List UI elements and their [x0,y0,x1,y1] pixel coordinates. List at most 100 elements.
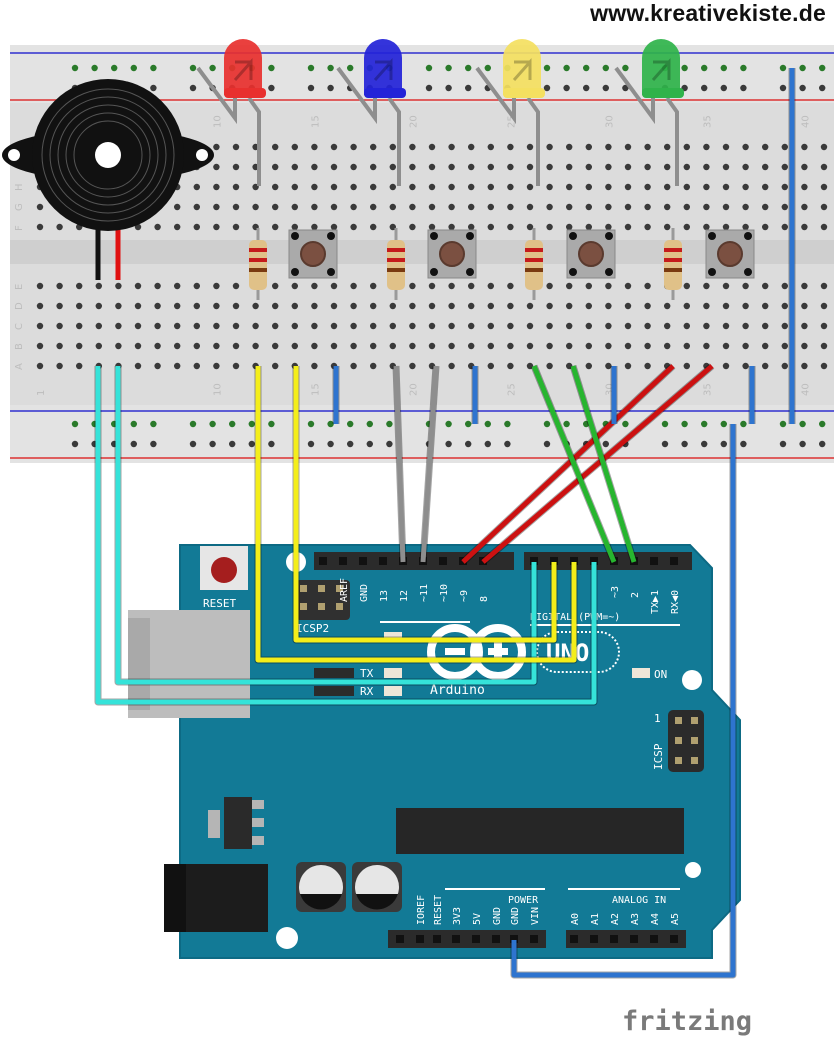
breadboard-hole [36,362,44,370]
on-label: ON [654,668,667,681]
header-pin[interactable] [610,935,618,943]
breadboard-hole [742,362,749,370]
header-pin[interactable] [650,557,658,565]
rail-hole [307,64,315,72]
breadboard-hole [605,282,612,290]
breadboard-hole [193,302,200,310]
breadboard-hole [742,183,749,191]
gray-wire-pin13[interactable] [392,365,407,563]
breadboard-hole [762,282,769,290]
rail-hole [130,420,137,428]
breadboard-hole [820,282,828,290]
arduino-brand: Arduino [430,683,485,698]
breadboard-hole [566,302,573,310]
rail-hole [150,64,157,72]
breadboard-hole [193,223,200,231]
header-pin[interactable] [492,935,500,943]
breadboard-hole [585,302,592,310]
header-pin[interactable] [670,557,678,565]
header-pin[interactable] [339,557,347,565]
cyan-wire-buzzer-gnd[interactable] [94,366,598,706]
breadboard-hole [232,223,240,231]
breadboard-hole [76,342,83,350]
push-button[interactable] [427,229,477,279]
rail-hole [327,440,334,448]
header-pin[interactable] [590,557,598,565]
gray-wire-pin12[interactable] [419,365,440,563]
breadboard-hole [507,203,514,211]
breadboard-hole [428,342,436,350]
breadboard-hole [742,302,749,310]
header-pin[interactable] [359,557,367,565]
breadboard-hole [742,282,749,290]
yellow-wire-button2[interactable] [292,366,558,644]
header-pin[interactable] [530,557,538,565]
breadboard-hole [468,223,475,231]
breadboard-hole [291,282,298,290]
header-pin[interactable] [433,935,441,943]
breadboard-hole [664,342,671,350]
rail-hole [445,64,452,72]
push-button[interactable] [705,229,755,279]
rail-hole [602,440,609,448]
header-pin[interactable] [670,935,678,943]
breadboard-hole [507,282,514,290]
breadboard-hole [95,302,103,310]
header-pin[interactable] [452,935,460,943]
header-pin[interactable] [510,935,518,943]
power-pin-label: 5V [472,913,483,925]
rail-hole [661,440,669,448]
power-pin-label: VIN [530,907,541,925]
breadboard-hole [311,342,318,350]
column-number: 40 [800,115,811,128]
breadboard-hole [428,322,436,330]
breadboard-hole [703,223,710,231]
green-wire-pin3[interactable] [530,364,618,564]
push-button[interactable] [288,229,338,279]
breadboard-hole [409,282,416,290]
rail-hole [386,440,393,448]
breadboard-hole [370,163,377,171]
push-button[interactable] [566,229,616,279]
breadboard-hole [311,143,318,151]
rail-hole [583,420,590,428]
breadboard-hole [370,143,377,151]
green-wire-pin2[interactable] [569,364,638,564]
breadboard-hole [350,223,357,231]
breadboard-hole [722,342,730,350]
breadboard-hole [56,342,63,350]
tx-label: TX [360,667,374,680]
header-pin[interactable] [530,935,538,943]
header-pin[interactable] [630,935,638,943]
column-number: 20 [408,383,419,396]
breadboard-hole [409,163,416,171]
header-pin[interactable] [570,557,578,565]
header-pin[interactable] [416,935,424,943]
header-pin[interactable] [590,935,598,943]
yellow-wire-button1[interactable] [254,366,578,664]
breadboard-hole [428,302,436,310]
rail-hole [465,84,472,92]
red-wire-pin9[interactable] [480,363,715,565]
breadboard-hole [683,163,690,171]
breadboard-hole [664,302,671,310]
rail-hole [130,440,137,448]
header-pin[interactable] [439,557,447,565]
header-pin[interactable] [650,935,658,943]
header-pin[interactable] [379,557,387,565]
cyan-wire-buzzer-signal[interactable] [114,366,538,686]
breadboard-hole [291,322,298,330]
header-pin[interactable] [550,557,558,565]
header-pin[interactable] [472,935,480,943]
header-pin[interactable] [570,935,578,943]
blue-led [336,39,406,186]
breadboard-hole [154,362,161,370]
breadboard-hole [389,203,396,211]
blue-wire-gnd-rail[interactable] [510,424,737,979]
capacitor [352,862,402,912]
rail-hole [602,84,609,92]
column-number: 30 [604,115,615,128]
red-wire-pin10[interactable] [460,363,676,565]
rail-hole [701,440,708,448]
breadboard-hole [174,322,181,330]
